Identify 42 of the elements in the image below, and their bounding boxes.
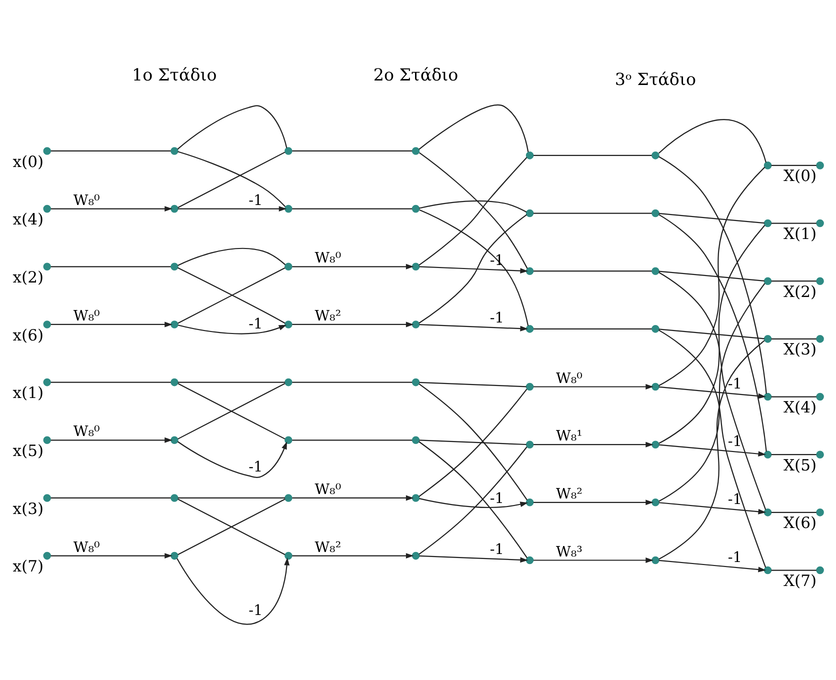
edge-label: W₈⁰ [314, 481, 342, 498]
edge-label: W₈² [314, 539, 342, 556]
node-label: x(5) [12, 441, 44, 460]
node-label: x(7) [12, 557, 44, 576]
edge-label: W₈⁰ [73, 308, 100, 324]
edge-label: W₈⁰ [314, 250, 342, 266]
edge-label: W₈² [556, 486, 582, 502]
node-label: X(5) [783, 456, 817, 474]
edge-label: -1 [728, 491, 742, 508]
edge-label: W₈⁰ [73, 424, 100, 440]
node-label: X(2) [783, 282, 817, 300]
edge-label: W₈¹ [556, 428, 582, 444]
node-label: x(6) [12, 326, 44, 344]
edge-label: -1 [248, 602, 263, 619]
edge-label: W₈³ [556, 544, 582, 560]
node-label: x(1) [12, 384, 44, 402]
node-label: X(3) [783, 340, 817, 358]
node-label: X(6) [783, 514, 817, 532]
edge-label: W₈⁰ [73, 192, 100, 208]
edge-label: -1 [490, 310, 504, 326]
edge-label: -1 [728, 376, 742, 392]
label: 1o Στάδιο [132, 64, 217, 84]
edge-label: W₈² [314, 308, 342, 324]
node-label: X(0) [783, 166, 817, 185]
edge-label: -1 [248, 459, 263, 476]
edge-label: -1 [728, 549, 742, 566]
label: 2o Στάδιο [373, 64, 458, 84]
node-label: x(3) [12, 499, 44, 518]
edge-label: -1 [248, 316, 263, 332]
node-label: x(2) [12, 268, 44, 286]
edge-label: W₈⁰ [556, 370, 582, 386]
node-label: x(4) [12, 210, 44, 228]
edge-label: -1 [490, 542, 504, 558]
node-label: X(1) [783, 224, 817, 243]
edge-label: -1 [248, 192, 263, 208]
node-label: X(7) [783, 572, 817, 590]
node-label: x(0) [12, 152, 44, 170]
label: 3ᵒ Στάδιο [614, 69, 696, 88]
edge-label: -1 [490, 490, 504, 506]
edge-label: W₈⁰ [73, 539, 100, 556]
edge-label: -1 [728, 434, 742, 450]
node-label: X(4) [783, 398, 817, 416]
